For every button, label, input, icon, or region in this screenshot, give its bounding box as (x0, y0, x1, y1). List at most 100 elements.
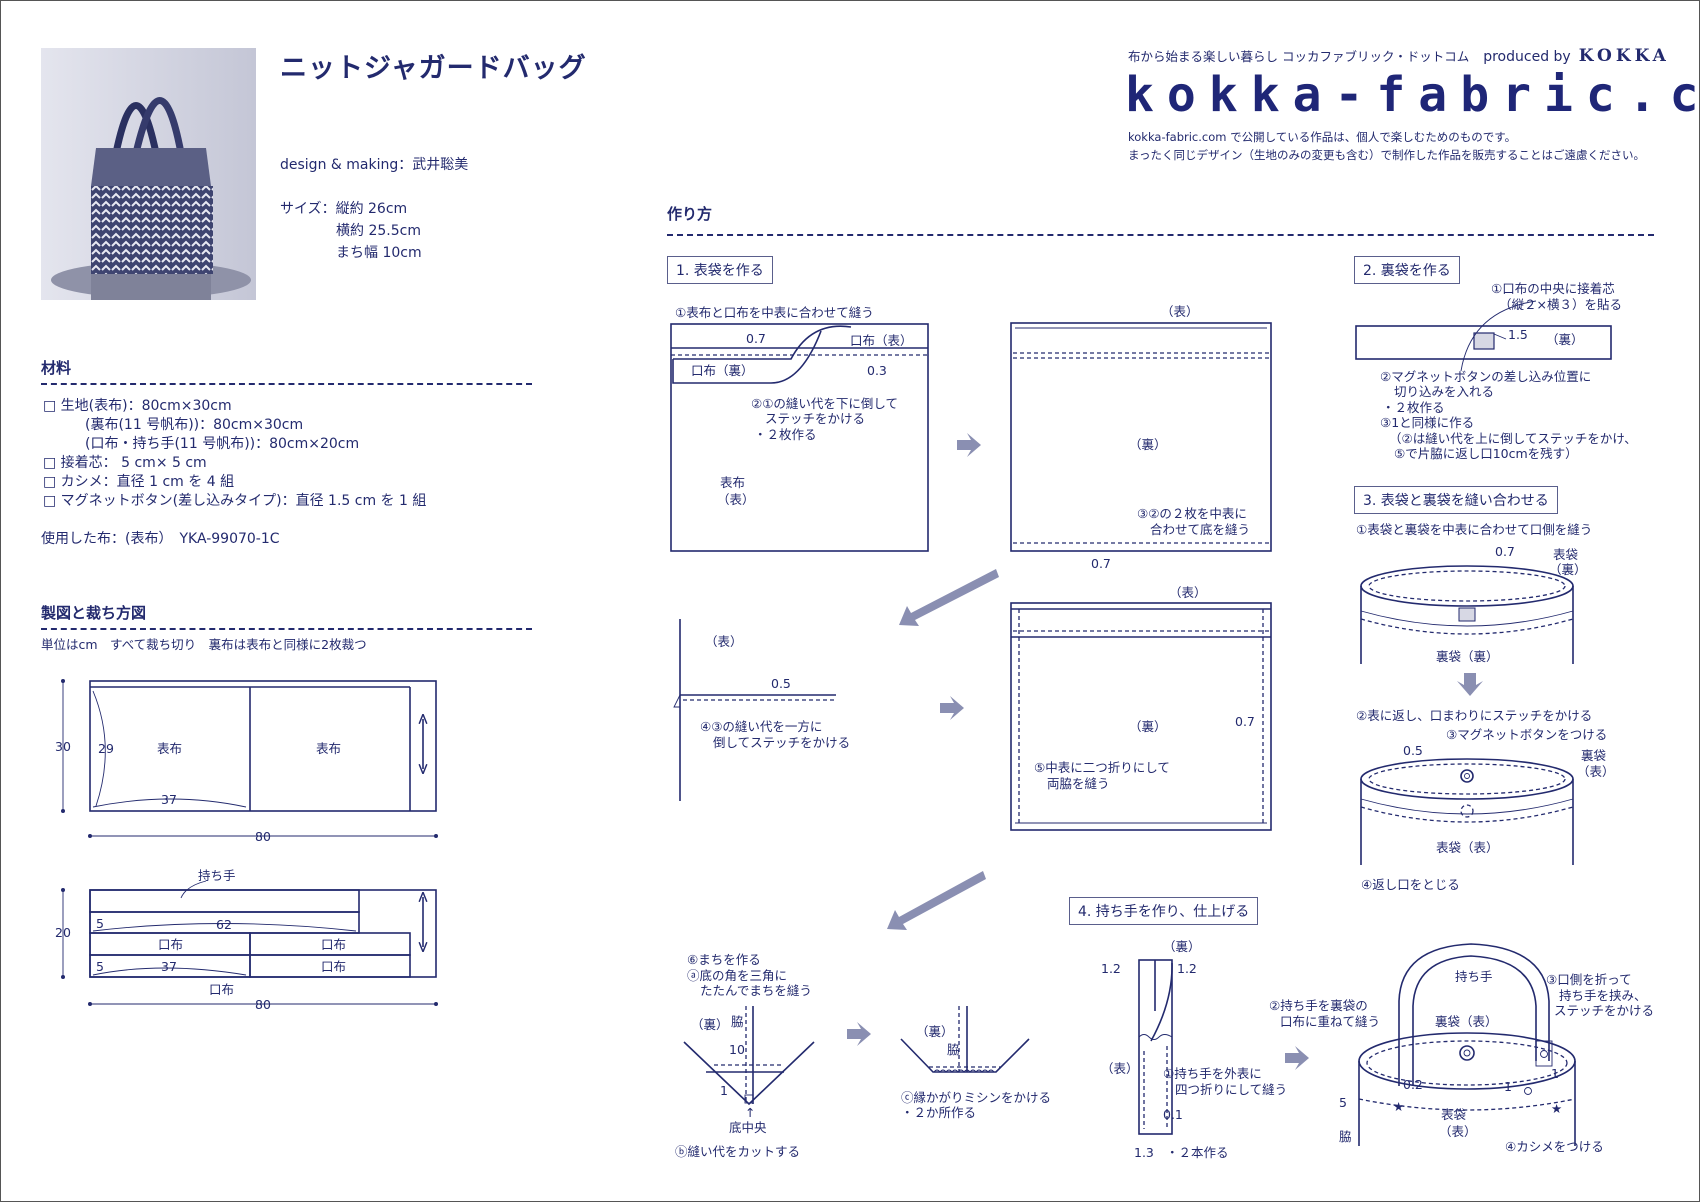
diagram-label: 0.3 (867, 363, 887, 378)
arrow-right-icon (940, 696, 964, 720)
dim-label: 30 (55, 739, 71, 754)
site-logo[interactable]: kokka-fabric.com (1125, 67, 1699, 123)
cutting-note: 単位はcm すべて裁ち切り 裏布は表布と同様に2枚裁つ (41, 637, 367, 652)
dim-label: 5 (96, 959, 104, 974)
diagram-label: 0.2 (1403, 1077, 1423, 1092)
notice-line-1: kokka-fabric.com で公開している作品は、個人で楽しむためのもので… (1128, 130, 1517, 144)
notice-line-2: まったく同じデザイン（生地のみの変更も含む）で制作した作品を販売することはご遠慮… (1128, 148, 1646, 162)
bag-photo (41, 48, 256, 300)
diagram-label: ②表に返し、口まわりにステッチをかける (1356, 708, 1592, 723)
step1-diagram-e: ⑥まちを作る ⓐ底の角を三角に たたんでまちを縫う （裏） 脇 10 1 ↑ 底… (675, 952, 815, 1159)
divider (667, 234, 1654, 236)
step1-diagram-f: （裏） 脇 ⓒ縁かがりミシンをかける ・２か所作る (900, 1006, 1051, 1120)
diagram-label: ステッチをかける (1554, 1003, 1654, 1018)
designer-credit: design & making：武井聡美 (280, 157, 469, 173)
dim-label: 29 (98, 741, 114, 756)
diagram-label: 0.5 (1403, 743, 1423, 758)
diagram-label: ⓑ縫い代をカットする (675, 1144, 800, 1159)
star-marker: ★ (1393, 1099, 1404, 1114)
piece-label: 口布 (321, 937, 346, 952)
diagram-label: ①表袋と裏袋を中表に合わせて口側を縫う (1356, 522, 1592, 537)
divider (41, 383, 532, 385)
instruction: ①表布と口布を中表に合わせて縫う (675, 305, 874, 320)
howto-heading: 作り方 (667, 205, 713, 223)
size-width: 横約 25.5cm (336, 223, 421, 239)
diagram-label: ↑ (745, 1105, 755, 1120)
diagram-label: 10 (729, 1042, 745, 1057)
piece-label: 表布 (316, 741, 341, 756)
diagram-label: （裏） (691, 1017, 729, 1032)
diagram-label: 口布（表） (850, 333, 913, 348)
diagram-label: ①口布の中央に接着芯 (1491, 281, 1615, 296)
step-2-title: 2. 裏袋を作る (1354, 256, 1460, 284)
diagram-label: 1.2 (1101, 961, 1121, 976)
cutting-diagram-handles: 持ち手 20 5 62 口布 口布 5 37 口布 口布 80 (55, 868, 438, 1012)
dim-label: 5 (96, 916, 104, 931)
material-item: □ 生地(表布)：80cm×30cm (43, 398, 232, 414)
diagram-label: ③マグネットボタンをつける (1446, 727, 1607, 742)
diagram-label: （表） (1161, 304, 1199, 319)
diagram-label: 0.1 (1163, 1107, 1183, 1122)
diagram-label: 1 (1551, 1066, 1559, 1081)
step1-diagram-c: （表） 0.5 ④③の縫い代を一方に 倒してステッチをかける (673, 619, 850, 801)
diagram-label: 四つ折りにして縫う (1175, 1082, 1287, 1097)
diagram-label: 0.7 (1091, 556, 1111, 571)
diagram-label: 表布 (720, 475, 745, 490)
diagram-label: たたんでまちを縫う (700, 983, 812, 998)
piece-label: 表布 (157, 741, 182, 756)
divider (41, 628, 532, 630)
diagram-label: ⓒ縁かがりミシンをかける (901, 1090, 1051, 1105)
diagram-label: ⑤中表に二つ折りにして (1034, 760, 1170, 775)
diagram-label: 1.2 (1177, 961, 1197, 976)
diagram-label: （表） (1439, 1124, 1477, 1139)
arrow-right-icon (847, 1022, 871, 1046)
diagram-label: （②は縫い代を上に倒してステッチをかけ、 (1389, 431, 1637, 446)
diagram-label: 1 (1504, 1079, 1512, 1094)
diagram-label: ・２か所作る (901, 1105, 976, 1120)
diagram-label: （裏） (916, 1024, 954, 1039)
arrow-right-icon (957, 433, 981, 457)
star-marker: ★ (1551, 1101, 1562, 1116)
diagram-label: 5 (1339, 1095, 1347, 1110)
diagram-label: ④③の縫い代を一方に (700, 719, 822, 734)
diagram-label: （表） (1101, 1061, 1139, 1076)
diagram-label: （裏） (1163, 939, 1201, 954)
dim-label: 62 (216, 917, 232, 932)
step2-diagram: ①口布の中央に接着芯 （縦２×横３）を貼る 1.5 （裏） ②マグネットボタンの… (1355, 281, 1637, 461)
diagram-label: 表袋（表） (1436, 840, 1499, 855)
diagram-label: ②持ち手を裏袋の (1269, 998, 1368, 1013)
used-fabric: 使用した布：(表布） YKA-99070-1C (41, 531, 280, 547)
diagram-label: ③1と同様に作る (1380, 415, 1474, 430)
diagram-label: （表） (705, 634, 743, 649)
diagram-label: 1 (720, 1083, 728, 1098)
diagram-label: ②マグネットボタンの差し込み位置に (1380, 369, 1591, 384)
brand-tagline: 布から始まる楽しい暮らし コッカファブリック・ドットコム produced by… (1128, 46, 1670, 66)
interfacing-square (1473, 332, 1495, 350)
diagram-label: ・２枚作る (754, 427, 817, 442)
diagram-label: （裏） (1129, 437, 1167, 452)
diagram-label: 口布（裏） (691, 363, 754, 378)
diagram-label: 表袋 (1441, 1107, 1467, 1122)
diagram-label: （表） (1577, 764, 1615, 779)
diagram-label: 0.7 (1495, 544, 1515, 559)
diagram-label: （裏） (1549, 562, 1587, 577)
step1-diagram-a: ①表布と口布を中表に合わせて縫う 0.7 口布（表） 口布（裏） 0.3 ②①の… (670, 305, 929, 552)
piece-label: 口布 (209, 982, 234, 997)
step-1-title: 1. 表袋を作る (667, 256, 773, 284)
produced-by: produced by (1483, 49, 1571, 65)
page-title: ニットジャガードバッグ (280, 53, 587, 84)
tagline-text: 布から始まる楽しい暮らし コッカファブリック・ドットコム (1128, 49, 1470, 64)
dim-label: 20 (55, 925, 71, 940)
diagram-label: ステッチをかける (765, 411, 865, 426)
arrow-right-icon (1285, 1046, 1309, 1070)
diagram-label: 1.5 (1508, 327, 1528, 342)
diagram-label: 口布に重ねて縫う (1280, 1014, 1380, 1029)
cutting-heading: 製図と裁ち方図 (41, 604, 147, 622)
diagram-label: 1.3 (1134, 1145, 1154, 1160)
cutting-diagram-body: 30 29 表布 表布 37 80 (55, 679, 438, 844)
diagram-label: ④返し口をとじる (1361, 877, 1460, 892)
dim-label: 80 (255, 829, 271, 844)
diagram-label: 0.5 (771, 676, 791, 691)
